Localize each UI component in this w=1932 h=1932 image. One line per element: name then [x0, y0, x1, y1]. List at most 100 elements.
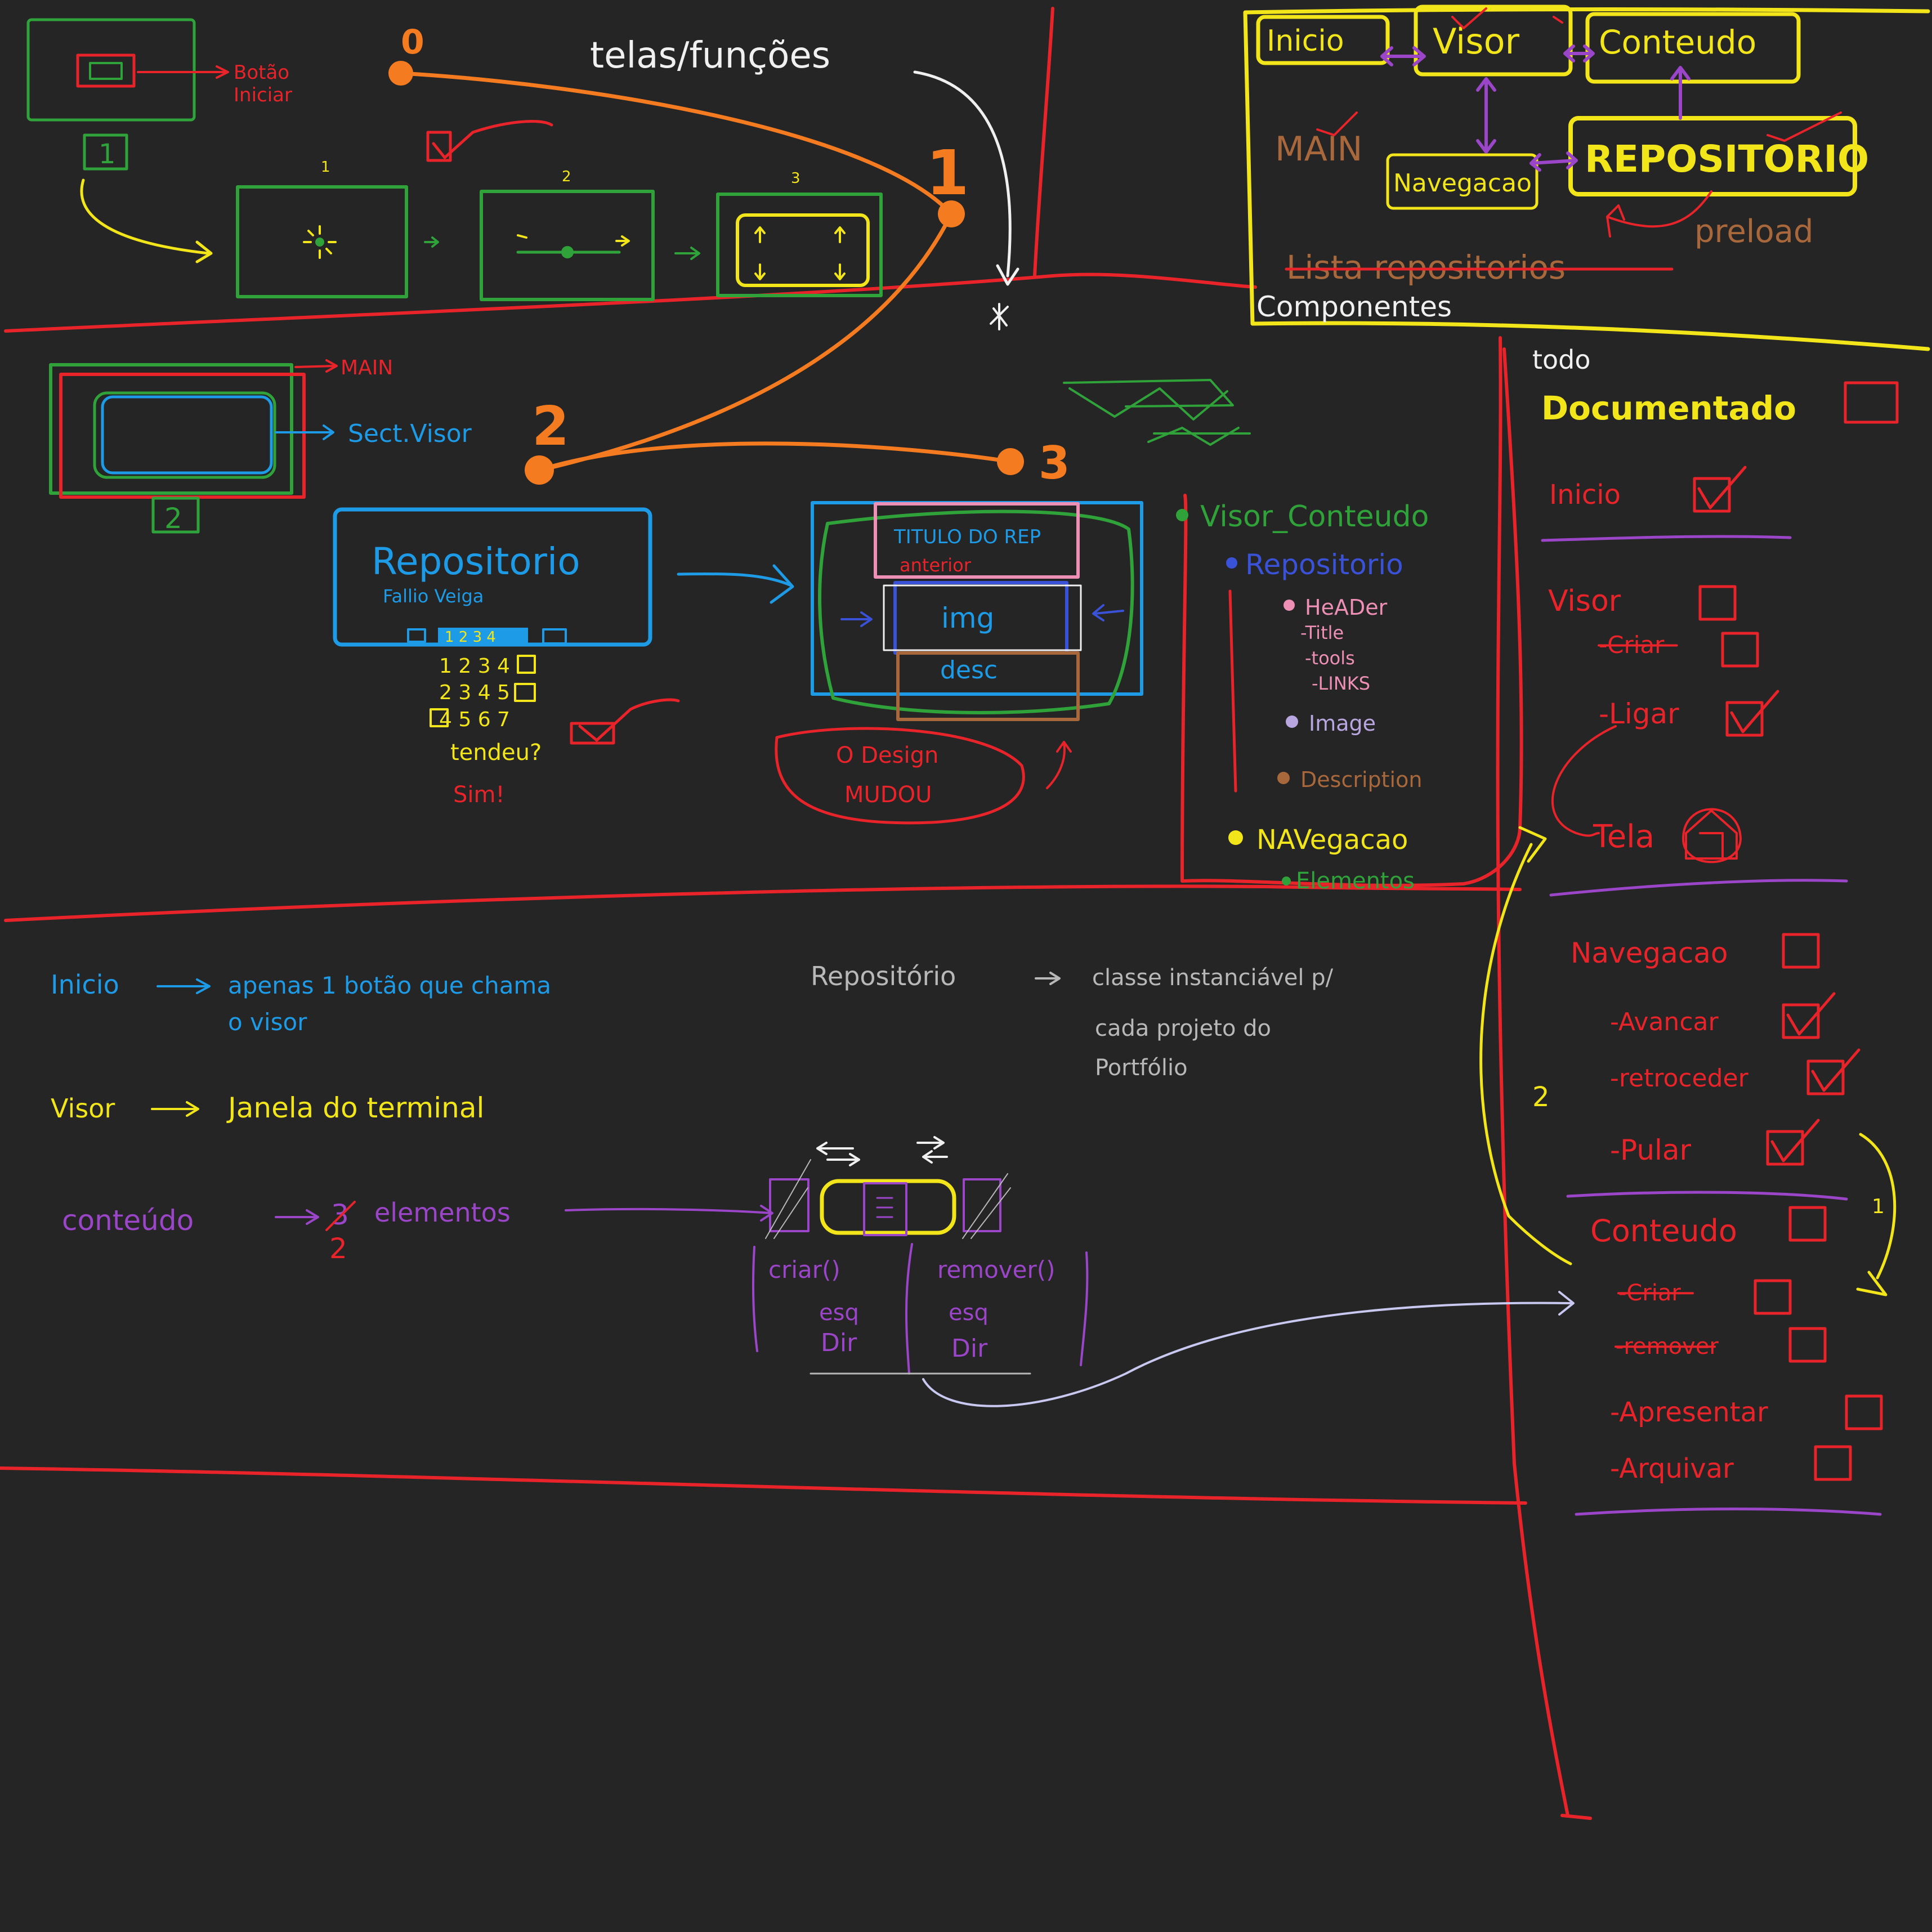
todo-checkbox[interactable] — [1814, 1445, 1852, 1481]
sketch-main-arrow — [294, 359, 338, 373]
comp-navegacao-box — [1386, 153, 1539, 210]
todo-checkbox[interactable] — [1766, 1130, 1804, 1166]
note-conteudo-new: 2 — [329, 1232, 347, 1265]
repository-card-sketch: Repositorio Fallio Veiga 1 2 3 4 1 2 3 4… — [333, 507, 794, 808]
comp-preload-label: preload — [1694, 213, 1813, 250]
frame-number-2: 2 — [562, 168, 571, 185]
carousel-right-item — [963, 1178, 1001, 1232]
frame-1-dot — [315, 238, 324, 247]
todo-item-label: -Apresentar — [1610, 1397, 1768, 1428]
repo-nav-bar — [438, 628, 528, 645]
note-conteudo-text: elementos — [374, 1197, 511, 1228]
visor-anterior-text: anterior — [900, 554, 972, 576]
todo-checkbox[interactable] — [1782, 1003, 1820, 1039]
frame-arrow-2-3 — [674, 247, 700, 260]
repo-card-subtitle: Fallio Veiga — [383, 585, 484, 607]
botao-iniciar-line-1: Botão — [234, 61, 289, 84]
repo-row-boxes — [430, 655, 536, 727]
step-2-label: 2 — [164, 502, 182, 535]
note-visor-text: Janela do terminal — [226, 1092, 484, 1124]
notes-area: Inicio apenas 1 botão que chama o visor … — [51, 961, 1575, 1407]
todo-checkbox[interactable] — [1788, 1206, 1827, 1242]
todo-checkbox[interactable] — [1806, 1059, 1845, 1095]
todo-item-label: -retroceder — [1610, 1064, 1749, 1093]
todo-item-label: Inicio — [1549, 479, 1621, 511]
orange-curve-2-3 — [537, 441, 1013, 472]
components-panel: Inicio Visor Conteudo MAIN Navegacao REP… — [1243, 5, 1930, 351]
todo-checkbox[interactable] — [1693, 477, 1731, 513]
arrow-navegacao-repositorio — [1530, 151, 1578, 172]
frame-number-1: 1 — [321, 159, 330, 176]
animation-frame-2 — [480, 190, 655, 301]
comp-visor-box — [1414, 5, 1573, 77]
telas-funcoes-arrow — [913, 70, 1019, 286]
comp-inicio-label: Inicio — [1267, 24, 1344, 58]
sketch-visor-blue — [101, 395, 273, 475]
divider-tree-vertical — [1180, 347, 1523, 887]
todo-checkbox[interactable] — [1788, 1327, 1827, 1363]
step-1-yellow-arrow — [80, 178, 213, 263]
todo-checkbox[interactable] — [1698, 585, 1737, 621]
todo-checkbox[interactable] — [1782, 933, 1820, 969]
frame-2-dot — [561, 246, 574, 258]
orange-dot-3 — [997, 448, 1024, 475]
carousel-center-lines — [876, 1197, 893, 1218]
step-1-box — [83, 133, 128, 171]
todo-separators — [1541, 535, 1882, 1516]
tree-repositorio-label: Repositorio — [1245, 548, 1403, 581]
todo-documentado: Documentado — [1541, 389, 1796, 427]
tree-image-label: Image — [1309, 711, 1376, 736]
todo-item-label: Navegacao — [1571, 937, 1728, 969]
todo-heading: todo — [1532, 345, 1591, 375]
tree-repositorio-line — [1228, 589, 1237, 793]
repo-nav-left — [407, 628, 426, 643]
sketch-visor-label: Sect.Visor — [348, 419, 472, 448]
comp-red-check-marks — [1316, 7, 1842, 238]
repo-row-2: 2 3 4 5 — [439, 681, 510, 704]
note-conteudo-long-arrow — [565, 1205, 773, 1222]
carousel-center — [820, 1179, 956, 1235]
todo-checkbox[interactable] — [1721, 632, 1759, 668]
tree-elementos-label: Elementos — [1296, 868, 1415, 894]
carousel-esq-2: esq — [949, 1300, 989, 1326]
todo-margin-1: 1 — [1872, 1195, 1885, 1218]
carousel-esq-1: esq — [819, 1300, 859, 1326]
note-repositorio-text: classe instanciável p/ cada projeto do P… — [1092, 965, 1340, 1081]
carousel-top-arrows — [816, 1136, 948, 1166]
note-inicio-text-line-2: o visor — [228, 1008, 307, 1036]
comp-componentes-label: Componentes — [1256, 290, 1452, 323]
visor-design-line-1: O Design — [836, 743, 938, 768]
todo-checkbox[interactable] — [1754, 1279, 1792, 1315]
checkmark-icon — [1770, 1119, 1820, 1162]
todo-checkbox[interactable] — [1845, 1394, 1883, 1430]
todo-checkbox[interactable] — [1725, 701, 1764, 737]
step-2-box — [151, 497, 200, 534]
visor-desc-box — [896, 651, 1080, 721]
note-repositorio-line-2: cada projeto do — [1095, 1016, 1271, 1041]
arrow-repositorio-conteudo — [1670, 66, 1690, 120]
orange-num-0: 0 — [401, 23, 424, 62]
divider-top-vertical — [1033, 7, 1054, 278]
todo-item-label: Visor — [1548, 584, 1621, 618]
frame-3-inner — [736, 213, 870, 287]
note-repositorio-line-3: Portfólio — [1095, 1055, 1188, 1081]
green-scribble — [1063, 379, 1251, 446]
note-repositorio-line-1: classe instanciável p/ — [1092, 965, 1334, 991]
layout-sketch: MAIN Sect.Visor 2 — [49, 356, 472, 535]
note-visor-label: Visor — [51, 1093, 115, 1124]
todo-list: todo Documentado InicioVisor-Criar-Ligar… — [1479, 345, 1899, 1516]
tree-repositorio-bullet — [1226, 557, 1237, 569]
note-conteudo-old: 3 — [331, 1198, 349, 1231]
tree-description-bullet — [1277, 772, 1290, 784]
botao-iniciar-line-2: Iniciar — [234, 84, 292, 106]
visor-title-text: TITULO DO REP — [893, 526, 1041, 548]
orange-curve-1-2 — [538, 212, 954, 472]
red-check-top — [426, 120, 553, 162]
note-conteudo-label: conteúdo — [62, 1204, 194, 1237]
note-inicio-text: apenas 1 botão que chama o visor — [228, 972, 558, 1036]
note-inicio-text-line-1: apenas 1 botão que chama — [228, 972, 551, 999]
sketch-visor-arrow — [275, 424, 334, 440]
carousel-right-hatch — [962, 1173, 1011, 1239]
start-button-arrow — [137, 65, 229, 79]
todo-documentado-box — [1844, 381, 1899, 424]
